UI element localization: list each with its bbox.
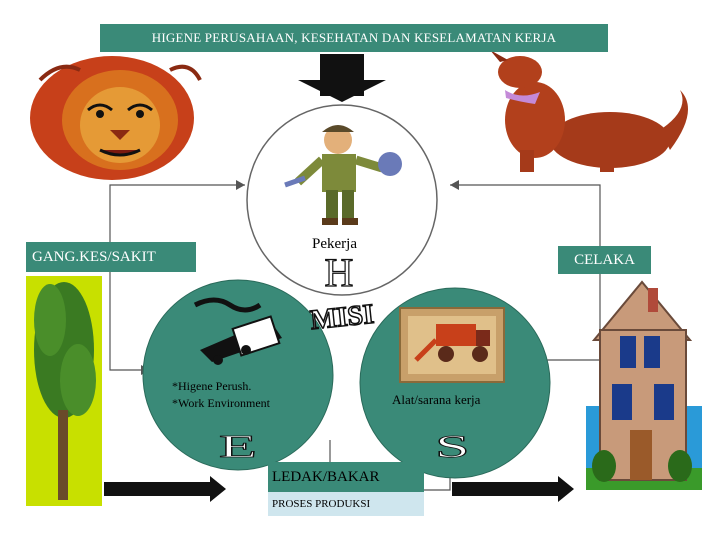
- page-title: HIGENE PERUSAHAAN, KESEHATAN DAN KESELAM…: [100, 24, 608, 52]
- proses-produksi-label: PROSES PRODUKSI: [268, 492, 424, 516]
- pekerja-label: Pekerja: [312, 236, 357, 252]
- misi-text: MISI: [309, 299, 376, 336]
- ledak-bakar-label: LEDAK/BAKAR: [268, 462, 424, 492]
- house-icon: [586, 280, 702, 490]
- environment-circle: [142, 279, 334, 471]
- gang-kes-sakit-label: GANG.KES/SAKIT: [26, 242, 196, 272]
- train-icon: [193, 297, 282, 365]
- work-environment-line: *Work Environment: [172, 396, 271, 410]
- celaka-label: CELAKA: [558, 246, 651, 274]
- environment-text: *Higene Perush. *Work Environment: [172, 378, 270, 412]
- letter-h: H: [325, 250, 360, 295]
- lion-icon: [30, 56, 202, 180]
- tree-icon: [26, 276, 102, 506]
- arrow-head-left: [236, 180, 245, 190]
- arrow-right-icon: [104, 476, 574, 502]
- higene-perush-line: *Higene Perush.: [172, 379, 252, 393]
- letter-s: S: [435, 429, 470, 464]
- arrow-head-right: [450, 180, 459, 190]
- letter-e: E: [219, 429, 257, 464]
- dog-icon: [490, 50, 688, 172]
- arrow-down-icon: [298, 54, 386, 102]
- alat-sarana-label: Alat/sarana kerja: [392, 392, 481, 407]
- harvester-icon: [399, 307, 505, 383]
- worker-icon: [284, 125, 402, 225]
